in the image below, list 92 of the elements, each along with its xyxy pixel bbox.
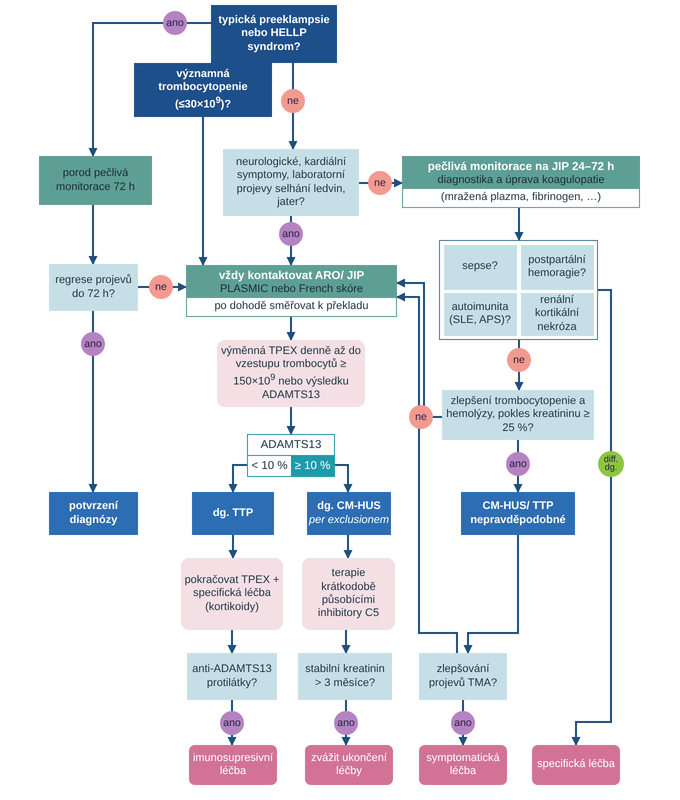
node-text: po dohodě směřovat k překladu [213,299,370,314]
node-text: zlepšování projevů TMA? [428,663,498,690]
node-text: zlepšení trombocytopenie a hemolýzy, pokles kreatininu ≥ 25 %? [445,394,591,436]
node-text: regrese projevů do 72 h? [54,274,133,301]
test-box [247,434,335,478]
edge-label: ne [281,89,305,113]
edge-label: ne [149,275,173,299]
outcome-box [532,745,620,785]
decision-box [49,264,138,311]
arrow [288,63,298,150]
arrow [342,630,350,654]
decision-box [211,5,337,63]
edge-label: ano [220,711,244,735]
node-text: sepse? [461,260,499,274]
node-text: (mražená plazma, fibrinogen, …) [440,190,602,206]
outcome-box [419,745,507,785]
arrow [88,205,98,265]
diagnosis-box [461,492,575,535]
diagnosis-box [49,492,138,535]
arrow [88,311,98,493]
decision-box [134,63,272,117]
node-text: terapie krátkodobě působícími inhibitory C5 [316,567,380,621]
edge-label: ano [334,711,358,735]
node-text: autoimunita (SLE, APS)? [448,300,512,328]
node-text: pokračovat TPEX + specifická léčba (kortikoidy) [184,574,280,614]
node-text: typická preeklampsie nebo HELLP syndrom? [217,14,331,54]
node-text: zvážit ukončení léčby [310,752,388,778]
node-text: < 10 % [250,459,289,474]
node-text: imunosupresivní léčba [192,752,274,778]
arrow [514,208,524,241]
decision-box [187,653,277,700]
node-text: per exclusionem [308,514,390,527]
node-text: diagnostika a úprava koagulopatie [403,174,639,190]
box-shape [439,240,598,340]
process-box [186,265,397,317]
edge-label: ne [507,348,531,372]
decision-box [223,149,359,216]
decision-box [520,292,594,336]
node-text: porod pečlivá monitorace 72 h [55,167,136,194]
arrow [198,117,208,266]
node-text: postpartální hemoragie? [526,254,588,280]
arrow [514,340,524,391]
node-text: dg. CM-HUS [316,500,382,514]
arrow [286,216,296,266]
node-text: anti-ADAMTS13 protilátky? [191,663,273,690]
decision-box [419,653,507,700]
edge-label: diff. dg. [598,451,624,477]
node-text: PLASMIC nebo French skóre [187,283,396,298]
diagnosis-box [307,492,391,535]
edge-label: ano [163,11,187,35]
node-text: potvrzení diagnózy [68,500,120,527]
outcome-box [305,745,393,785]
outcome-box [189,745,277,785]
arrow [344,535,352,559]
decision-box [520,244,594,290]
arrow [88,22,211,157]
node-text: vždy kontaktovat ARO/ JIP [187,266,396,284]
arrow [286,316,296,341]
arrow [286,407,296,435]
edge-label: ano [451,711,475,735]
edge-label: ano [81,332,105,356]
arrow [396,292,458,653]
process-box [402,156,640,208]
treatment-box [302,558,395,630]
node-text: dg. TTP [212,506,254,520]
arrow [335,464,352,493]
node-text: specifická léčba [536,758,616,772]
decision-box [444,244,516,290]
edge-label: ano [506,452,530,476]
arrow [396,278,442,418]
process-box [39,156,152,205]
arrow [464,535,519,654]
node-text: ≥ 10 % [291,456,334,476]
node-text: pečlivá monitorace na JIP 24–72 h [403,157,639,174]
treatment-box [181,558,283,630]
edge-label: ne [368,171,392,195]
arrow [228,630,236,654]
node-text: významná trombocytopenie (≤30×10$^{9}$)? [157,68,249,112]
decision-box [444,292,516,336]
node-text: renální kortikální nekróza [534,294,580,334]
node-text: stabilní kreatinin > 3 měsíce? [304,663,386,690]
edge-label: ne [409,405,433,429]
arrow [228,464,247,493]
edge-label: ano [279,222,303,246]
node-text: neurologické, kardiální symptomy, laboratorní projevy selhání ledvin, jater? [234,156,348,210]
arrow [228,535,238,559]
node-text: CM-HUS/ TTP nepravděpodobné [469,500,567,527]
node-text: symptomatická léčba [425,752,501,778]
node-text: výměnná TPEX denně až do vzestupu trombocytů ≥ 150×10$^{9}$ nebo výsledku ADAMTS13 [220,344,362,402]
decision-box [298,653,392,700]
arrow [572,289,612,746]
diagnosis-box [192,492,274,535]
